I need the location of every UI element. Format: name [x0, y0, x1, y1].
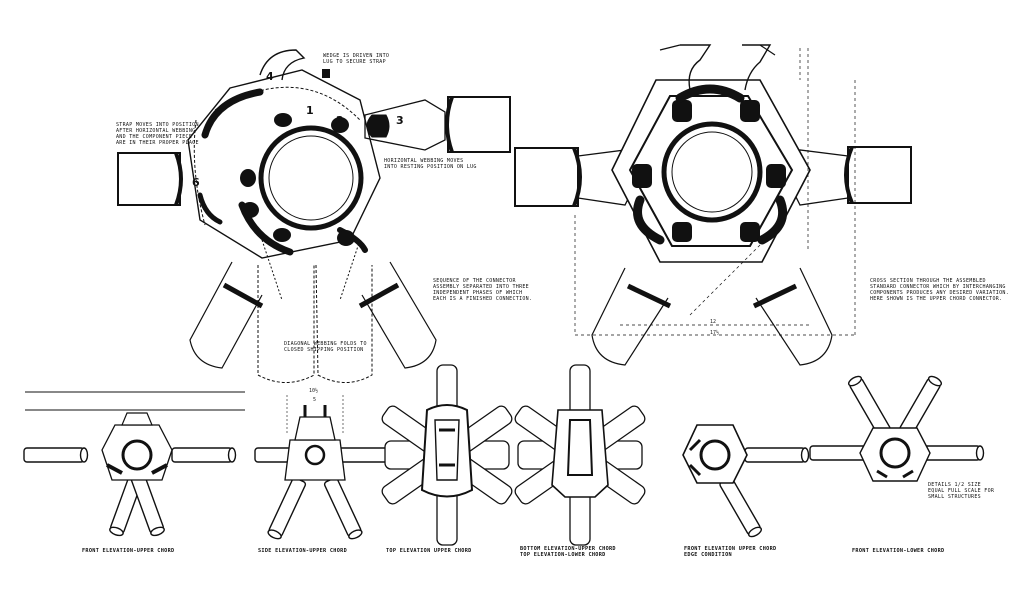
scale-note: DETAILS 1/2 SIZE EQUAL FULL SCALE FOR SM…	[928, 482, 995, 500]
dimension-label: 5	[313, 397, 317, 403]
dimension-label: 17½	[710, 330, 720, 336]
elevation-drawings	[23, 364, 985, 546]
step-number-1: 1	[306, 104, 314, 117]
step-number-4: 4	[266, 70, 274, 83]
wedge-note: WEDGE IS DRIVEN INTO LUG TO SECURE STRAP	[323, 53, 390, 65]
cross-section-note: CROSS SECTION THROUGH THE ASSEMBLED STAN…	[870, 278, 1010, 302]
diagonal-note: DIAGONAL WEBBING FOLDS TO CLOSED SHIPPIN…	[284, 341, 367, 353]
assembly-sequence-drawing	[117, 49, 511, 383]
caption-side-upper: SIDE ELEVATION-UPPER CHORD	[258, 548, 348, 554]
step-number-3: 3	[396, 114, 404, 127]
caption-front-lower: FRONT ELEVATION-LOWER CHORD	[852, 548, 945, 554]
step-number-2: 2	[336, 114, 344, 127]
caption-front-edge: FRONT ELEVATION UPPER CHORD EDGE CONDITI…	[684, 546, 777, 558]
caption-top-upper: TOP ELEVATION UPPER CHORD	[386, 548, 472, 554]
step-number-6: 6	[192, 176, 200, 189]
caption-bottom-upper: BOTTOM ELEVATION-UPPER CHORD TOP ELEVATI…	[520, 546, 616, 558]
sequence-note: SEQUENCE OF THE CONNECTOR ASSEMBLY SEPAR…	[433, 278, 533, 302]
dimension-label: 12	[710, 319, 717, 325]
dimension-label: 10½	[309, 388, 319, 394]
strap-note: STRAP MOVES INTO POSITION AFTER HORIZONT…	[116, 122, 199, 146]
webbing-note: HORIZONTAL WEBBING MOVES INTO RESTING PO…	[384, 158, 477, 170]
caption-front-upper: FRONT ELEVATION-UPPER CHORD	[82, 548, 175, 554]
cross-section-drawing	[514, 44, 912, 366]
